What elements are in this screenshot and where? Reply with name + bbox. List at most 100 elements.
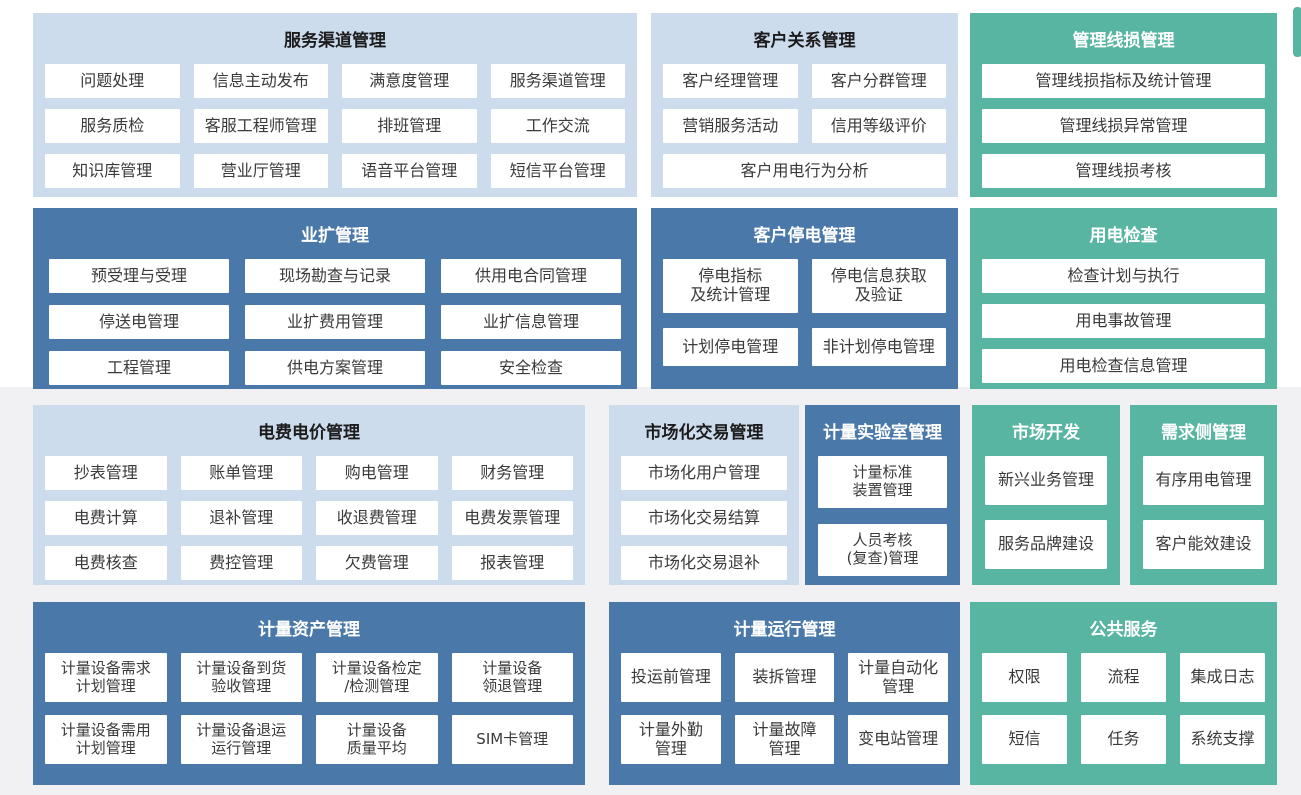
module-box: 客户用电行为分析 <box>663 154 946 188</box>
module-box: 客户经理管理 <box>663 64 798 98</box>
block-title: 市场开发 <box>1012 423 1080 443</box>
block-item-grid: 抄表管理账单管理购电管理财务管理电费计算退补管理收退费管理电费发票管理电费核查费… <box>33 456 585 580</box>
module-box: 知识库管理 <box>45 154 180 188</box>
module-box: 新兴业务管理 <box>985 456 1107 505</box>
module-box: 营销服务活动 <box>663 109 798 143</box>
module-box: 业扩费用管理 <box>245 305 425 339</box>
block-item-grid: 停电指标 及统计管理停电信息获取 及验证计划停电管理非计划停电管理 <box>651 259 958 366</box>
module-box: 有序用电管理 <box>1143 456 1264 505</box>
module-box: 服务渠道管理 <box>490 64 625 98</box>
block-service-channel: 服务渠道管理问题处理信息主动发布满意度管理服务渠道管理服务质检客服工程师管理排班… <box>33 13 637 197</box>
module-box: 计量设备退运 运行管理 <box>180 715 302 764</box>
module-box: 信息主动发布 <box>193 64 328 98</box>
block-demand-side: 需求侧管理有序用电管理客户能效建设 <box>1130 405 1277 585</box>
module-box: 管理线损指标及统计管理 <box>982 64 1265 98</box>
block-item-grid: 预受理与受理现场勘查与记录供用电合同管理停送电管理业扩费用管理业扩信息管理工程管… <box>33 259 637 385</box>
module-box: 系统支撑 <box>1180 715 1265 764</box>
block-line-loss: 管理线损管理管理线损指标及统计管理管理线损异常管理管理线损考核 <box>970 13 1277 197</box>
module-box: 计量标准 装置管理 <box>818 456 947 508</box>
module-box: 报表管理 <box>451 546 573 580</box>
module-box: 抄表管理 <box>45 456 167 490</box>
module-box: 变电站管理 <box>848 715 948 764</box>
module-box: 人员考核 (复查)管理 <box>818 524 947 576</box>
module-box: 问题处理 <box>45 64 180 98</box>
module-box: 费控管理 <box>180 546 302 580</box>
module-box: 客户能效建设 <box>1143 520 1264 569</box>
module-box: 停电信息获取 及验证 <box>811 259 946 313</box>
module-box: 服务品牌建设 <box>985 520 1107 569</box>
block-market-dev: 市场开发新兴业务管理服务品牌建设 <box>972 405 1120 585</box>
module-box: 检查计划与执行 <box>982 259 1265 293</box>
block-customer-outage: 客户停电管理停电指标 及统计管理停电信息获取 及验证计划停电管理非计划停电管理 <box>651 208 958 389</box>
module-box: 收退费管理 <box>316 501 438 535</box>
module-box: 计量设备检定 /检测管理 <box>316 653 438 702</box>
block-title: 公共服务 <box>1089 620 1158 640</box>
module-box: 工作交流 <box>490 109 625 143</box>
module-box: 安全检查 <box>441 351 621 385</box>
block-item-grid: 问题处理信息主动发布满意度管理服务渠道管理服务质检客服工程师管理排班管理工作交流… <box>33 64 637 188</box>
module-box: 预受理与受理 <box>49 259 229 293</box>
block-title: 用电检查 <box>1089 226 1158 246</box>
module-box: 财务管理 <box>451 456 573 490</box>
module-box: 停电指标 及统计管理 <box>663 259 798 313</box>
block-customer-relation: 客户关系管理客户经理管理客户分群管理营销服务活动信用等级评价客户用电行为分析 <box>651 13 958 197</box>
block-title: 需求侧管理 <box>1161 423 1246 443</box>
block-item-grid: 权限流程集成日志短信任务系统支撑 <box>970 653 1277 764</box>
block-item-grid: 投运前管理装拆管理计量自动化 管理计量外勤 管理计量故障 管理变电站管理 <box>609 653 960 764</box>
block-title: 服务渠道管理 <box>284 31 386 51</box>
module-box: 服务质检 <box>45 109 180 143</box>
module-box: 计量设备需用 计划管理 <box>45 715 167 764</box>
block-item-grid: 市场化用户管理市场化交易结算市场化交易退补 <box>609 456 799 580</box>
module-box: 供电方案管理 <box>245 351 425 385</box>
module-box: 市场化交易退补 <box>621 546 787 580</box>
module-box: 计量设备 质量平均 <box>316 715 438 764</box>
block-title: 计量资产管理 <box>258 620 360 640</box>
block-business-expansion: 业扩管理预受理与受理现场勘查与记录供用电合同管理停送电管理业扩费用管理业扩信息管… <box>33 208 637 389</box>
scrollbar-fragment <box>1293 7 1301 57</box>
block-title: 客户停电管理 <box>753 226 856 246</box>
module-box: 停送电管理 <box>49 305 229 339</box>
module-box: 工程管理 <box>49 351 229 385</box>
block-item-grid: 客户经理管理客户分群管理营销服务活动信用等级评价客户用电行为分析 <box>651 64 958 188</box>
block-metering-lab: 计量实验室管理计量标准 装置管理人员考核 (复查)管理 <box>805 405 960 585</box>
module-box: 计量设备需求 计划管理 <box>45 653 167 702</box>
module-box: 购电管理 <box>316 456 438 490</box>
module-box: 计划停电管理 <box>663 328 798 366</box>
module-box: 计量外勤 管理 <box>621 715 721 764</box>
block-title: 业扩管理 <box>301 226 369 246</box>
module-box: 计量故障 管理 <box>734 715 835 764</box>
module-box: 退补管理 <box>180 501 302 535</box>
block-title: 客户关系管理 <box>753 31 856 51</box>
module-box: 短信平台管理 <box>490 154 625 188</box>
block-item-grid: 新兴业务管理服务品牌建设 <box>972 456 1120 569</box>
module-box: 投运前管理 <box>621 653 721 702</box>
module-box: 客户分群管理 <box>811 64 946 98</box>
module-box: 账单管理 <box>180 456 302 490</box>
block-title: 电费电价管理 <box>258 423 360 443</box>
module-box: 计量自动化 管理 <box>848 653 948 702</box>
module-box: 装拆管理 <box>734 653 835 702</box>
module-box: 用电检查信息管理 <box>982 349 1265 383</box>
block-item-grid: 计量设备需求 计划管理计量设备到货 验收管理计量设备检定 /检测管理计量设备 领… <box>33 653 585 764</box>
module-box: 电费发票管理 <box>451 501 573 535</box>
module-box: 信用等级评价 <box>811 109 946 143</box>
module-box: 电费核查 <box>45 546 167 580</box>
block-item-grid: 管理线损指标及统计管理管理线损异常管理管理线损考核 <box>970 64 1277 188</box>
module-box: 欠费管理 <box>316 546 438 580</box>
module-box: SIM卡管理 <box>451 715 573 764</box>
block-public-service: 公共服务权限流程集成日志短信任务系统支撑 <box>970 602 1277 785</box>
block-market-trade: 市场化交易管理市场化用户管理市场化交易结算市场化交易退补 <box>609 405 799 585</box>
block-title: 计量实验室管理 <box>823 423 942 443</box>
module-box: 供用电合同管理 <box>441 259 621 293</box>
module-box: 用电事故管理 <box>982 304 1265 338</box>
block-title: 市场化交易管理 <box>644 423 764 443</box>
block-item-grid: 有序用电管理客户能效建设 <box>1130 456 1277 569</box>
block-fee-price: 电费电价管理抄表管理账单管理购电管理财务管理电费计算退补管理收退费管理电费发票管… <box>33 405 585 585</box>
block-title: 管理线损管理 <box>1072 31 1175 51</box>
module-box: 市场化用户管理 <box>621 456 787 490</box>
module-box: 市场化交易结算 <box>621 501 787 535</box>
module-box: 计量设备 领退管理 <box>451 653 573 702</box>
module-box: 短信 <box>982 715 1067 764</box>
block-metering-asset: 计量资产管理计量设备需求 计划管理计量设备到货 验收管理计量设备检定 /检测管理… <box>33 602 585 785</box>
block-item-grid: 计量标准 装置管理人员考核 (复查)管理 <box>805 456 960 576</box>
